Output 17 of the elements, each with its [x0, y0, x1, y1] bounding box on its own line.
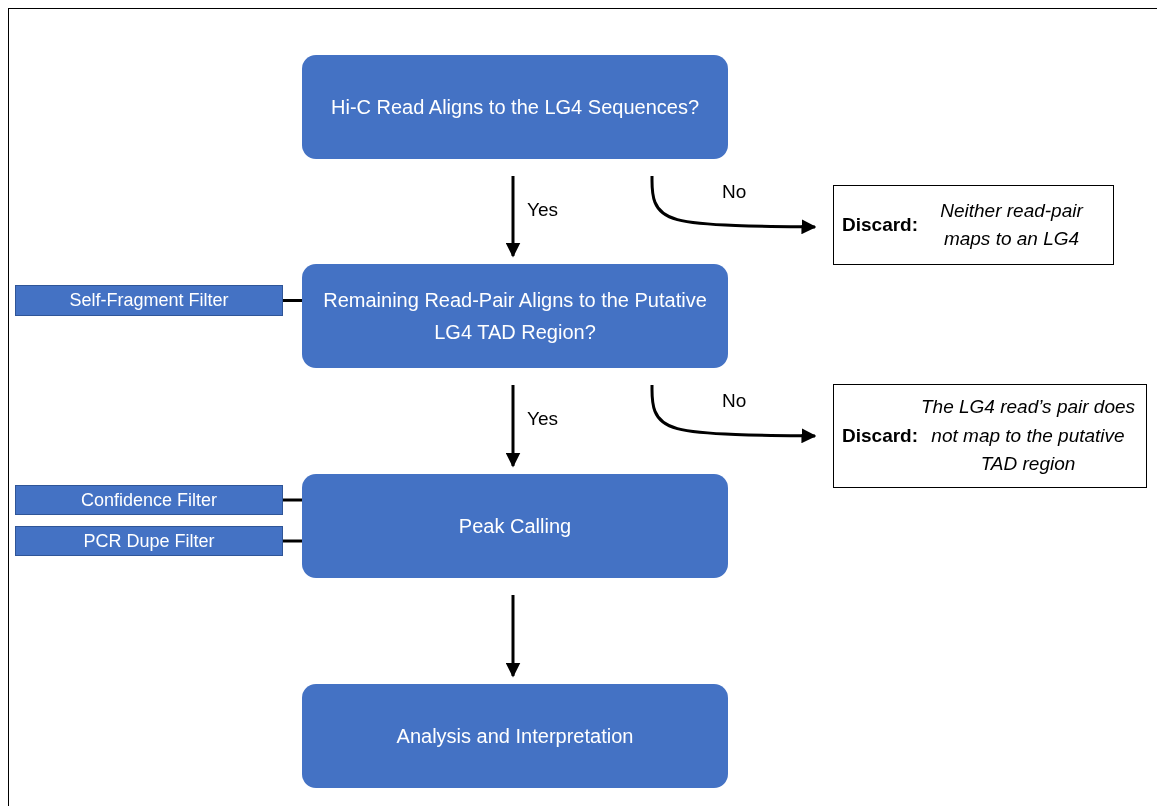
discard-note-box: Discard: Neither read-pair maps to an LG4 [833, 185, 1114, 265]
filter-box: Confidence Filter [15, 485, 283, 515]
process-box: Peak Calling [302, 474, 728, 578]
arrow [505, 385, 521, 468]
filter-box: Self-Fragment Filter [15, 285, 283, 316]
process-box: Remaining Read-Pair Aligns to the Putative LG4 TAD Region? [302, 264, 728, 368]
filter-box: PCR Dupe Filter [15, 526, 283, 556]
arrow [505, 595, 521, 678]
arrow [650, 176, 817, 235]
arrow [505, 176, 521, 258]
discard-note-box: Discard: The LG4 read’s pair does not map to the putative TAD region [833, 384, 1147, 488]
arrow [650, 385, 817, 444]
process-box: Hi-C Read Aligns to the LG4 Sequences? [302, 55, 728, 159]
connector-line [283, 498, 302, 502]
connector-line [283, 539, 302, 543]
connector-line [283, 299, 302, 302]
process-box: Analysis and Interpretation [302, 684, 728, 788]
